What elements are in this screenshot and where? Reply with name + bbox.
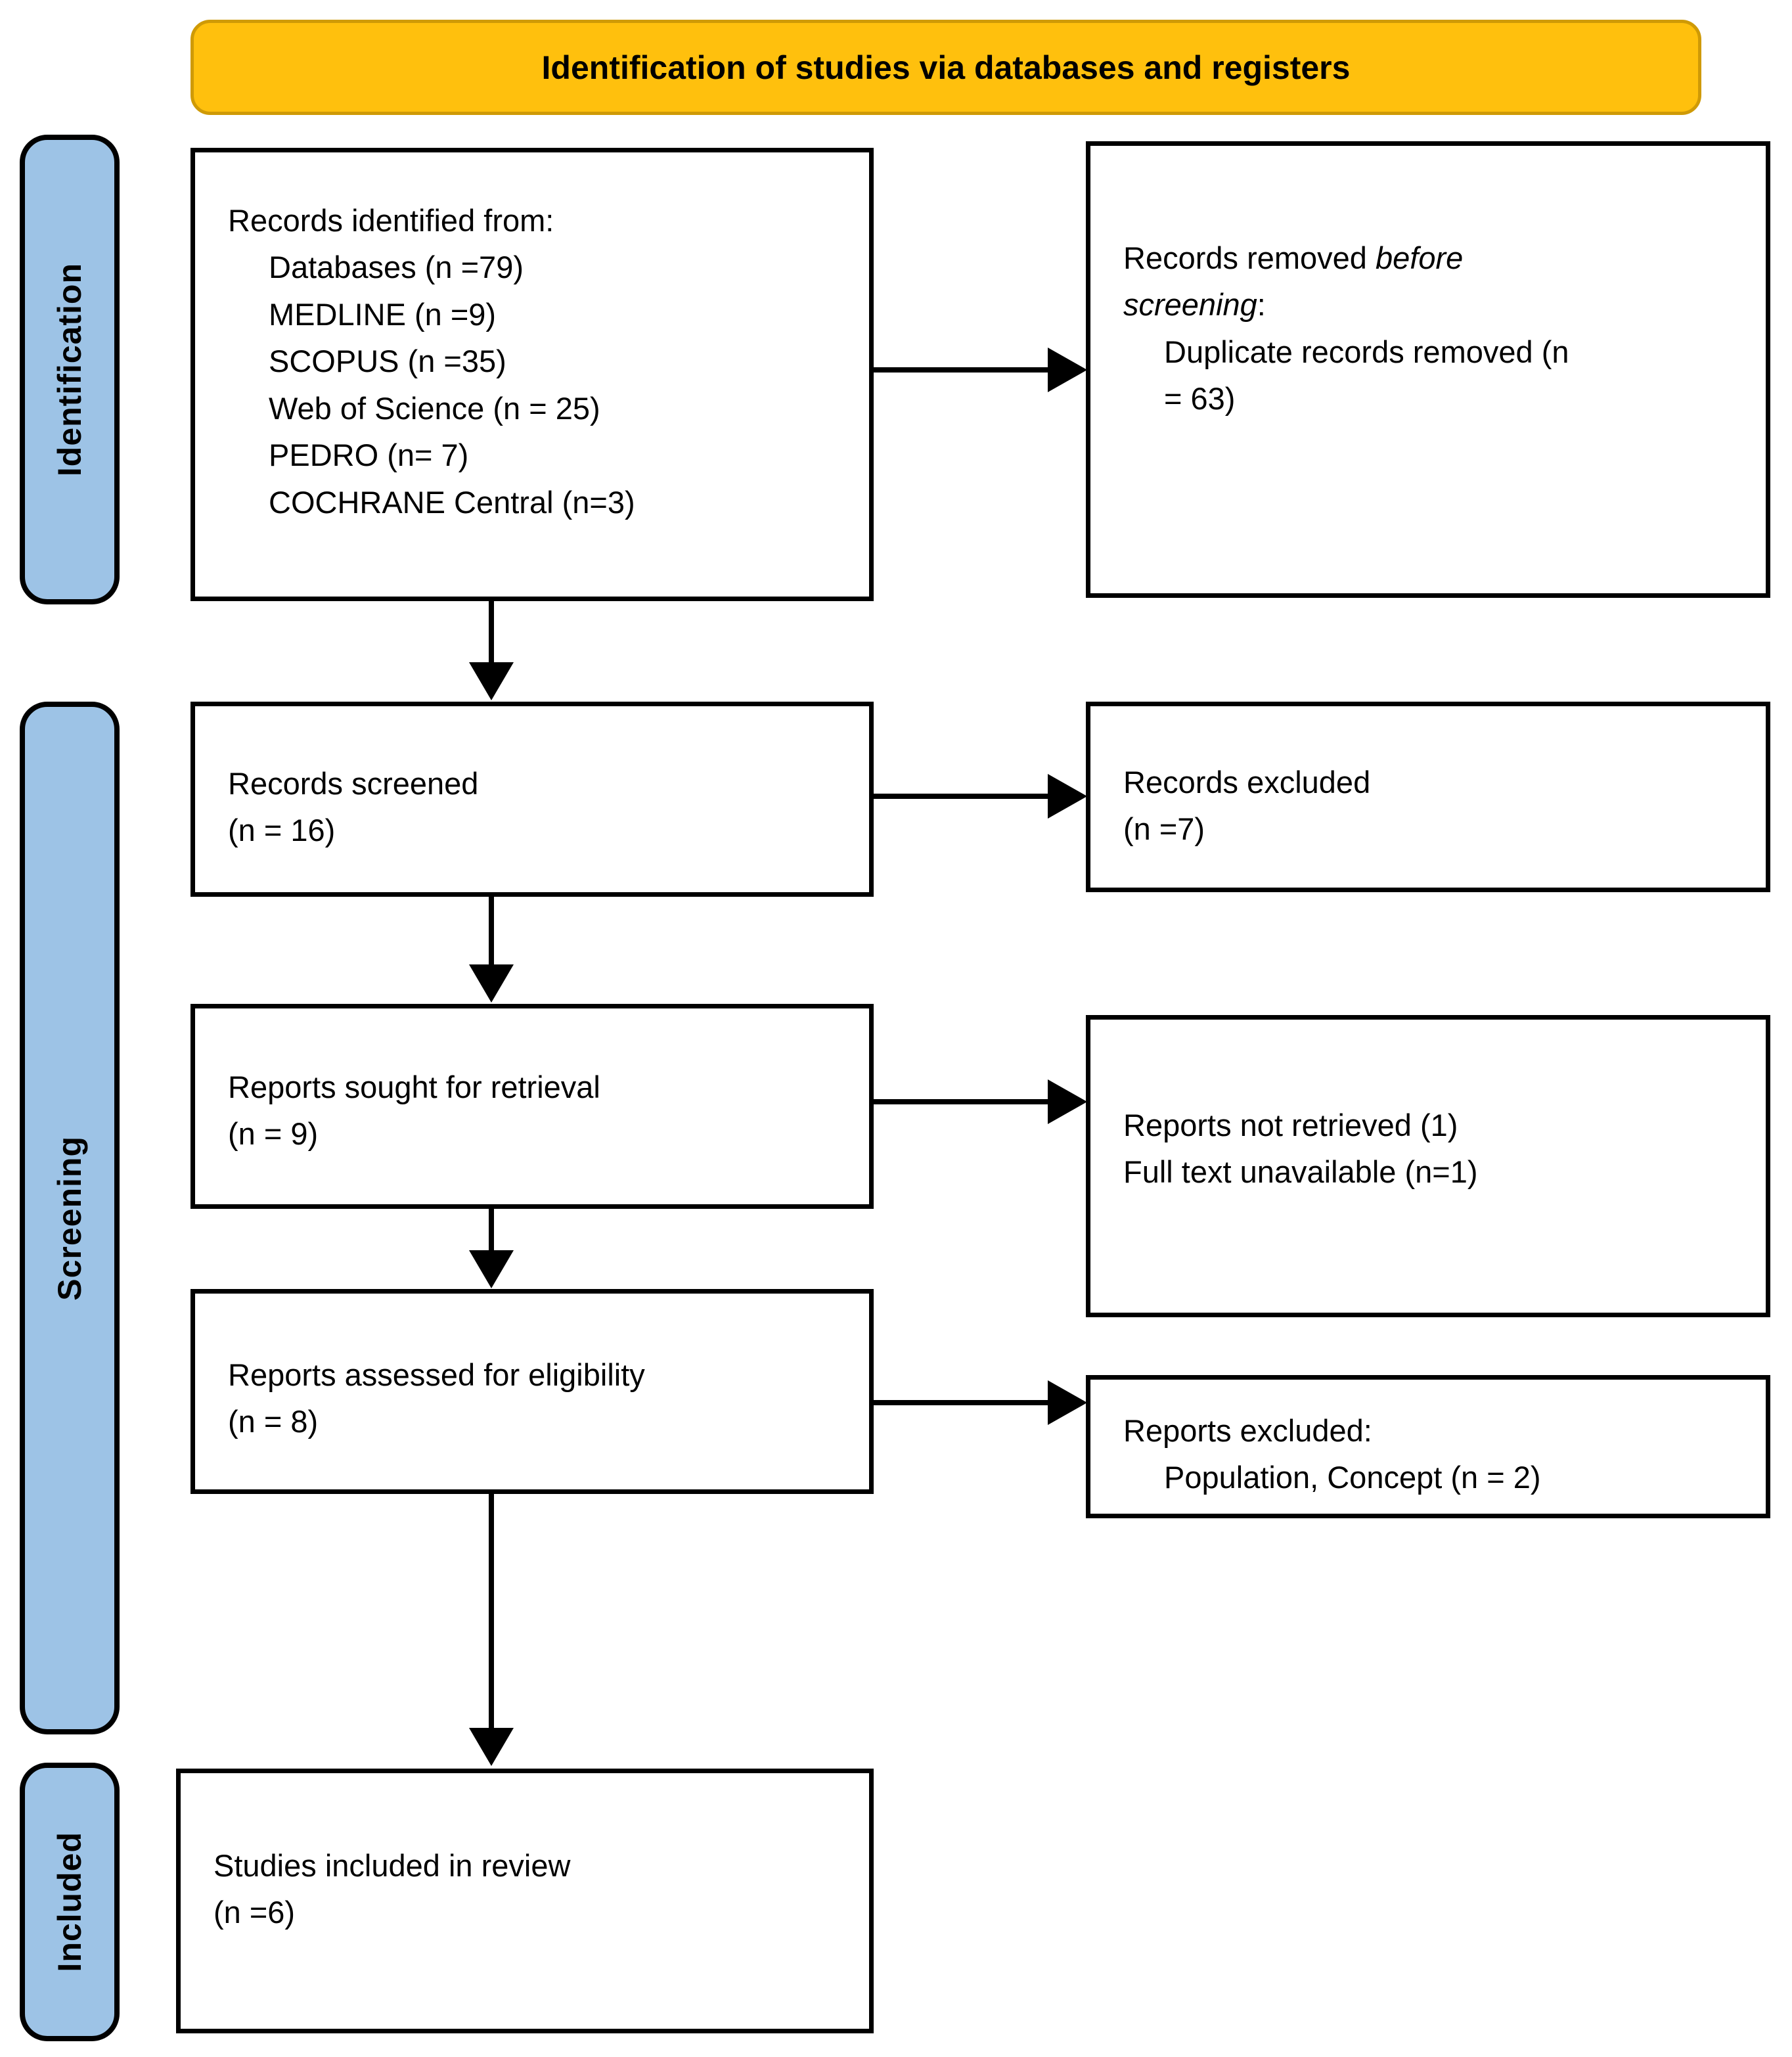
arrow-sought-to-assessed-line	[489, 1208, 494, 1254]
records-identified-item: MEDLINE (n =9)	[269, 296, 497, 332]
reports-not-retrieved-line: Reports not retrieved (1)	[1123, 1108, 1458, 1142]
sidebar-stage-identification-label: Identification	[51, 262, 88, 477]
banner-title: Identification of studies via databases …	[190, 20, 1701, 115]
arrow-sought-to-assessed-head	[469, 1250, 514, 1288]
arrow-assessed-to-excluded-line	[874, 1400, 1050, 1405]
arrow-identified-to-screened-head	[469, 662, 514, 700]
banner-title-text: Identification of studies via databases …	[541, 49, 1351, 86]
records-removed-line2-italic: screening	[1123, 287, 1257, 323]
box-records-removed: Records removed before screening: Duplic…	[1086, 141, 1770, 598]
arrow-screened-to-excluded-head	[1048, 774, 1087, 819]
records-excluded-count: (n =7)	[1123, 811, 1205, 847]
arrow-assessed-to-included-line	[489, 1493, 494, 1730]
sidebar-stage-screening-label: Screening	[51, 1135, 88, 1301]
box-records-excluded: Records excluded (n =7)	[1086, 702, 1770, 892]
records-identified-item: Databases (n =79)	[269, 250, 524, 285]
arrow-identified-to-screened-line	[489, 600, 494, 666]
records-removed-line1-normal: Records removed	[1123, 240, 1376, 275]
arrow-assessed-to-excluded-head	[1048, 1380, 1087, 1425]
records-identified-title: Records identified from:	[228, 203, 554, 238]
arrow-identified-to-removed-head	[1048, 348, 1087, 392]
reports-assessed-count: (n = 8)	[228, 1404, 319, 1439]
sidebar-stage-screening: Screening	[20, 702, 120, 1734]
arrow-identified-to-removed-line	[874, 367, 1050, 373]
reports-excluded-item: Population, Concept (n = 2)	[1164, 1460, 1541, 1495]
records-removed-line2: screening:	[1123, 281, 1746, 328]
sidebar-stage-included-label: Included	[51, 1832, 88, 1972]
studies-included-count: (n =6)	[213, 1895, 296, 1930]
box-records-identified: Records identified from: Databases (n =7…	[190, 148, 874, 601]
records-screened-line: Records screened	[228, 766, 479, 801]
reports-excluded-title: Reports excluded:	[1123, 1413, 1372, 1448]
records-identified-item: PEDRO (n= 7)	[269, 438, 469, 473]
reports-sought-count: (n = 9)	[228, 1116, 319, 1152]
records-removed-line2-normal: :	[1257, 287, 1266, 323]
sidebar-stage-included: Included	[20, 1763, 120, 2041]
box-reports-sought: Reports sought for retrieval (n = 9)	[190, 1004, 874, 1209]
arrow-assessed-to-included-head	[469, 1728, 514, 1766]
arrow-screened-to-sought-line	[489, 895, 494, 968]
records-screened-count: (n = 16)	[228, 813, 336, 848]
box-studies-included: Studies included in review (n =6)	[176, 1769, 874, 2033]
records-identified-item: SCOPUS (n =35)	[269, 344, 506, 379]
arrow-screened-to-excluded-line	[874, 794, 1050, 799]
studies-included-line: Studies included in review	[213, 1848, 571, 1883]
sidebar-stage-identification: Identification	[20, 135, 120, 604]
records-excluded-line: Records excluded	[1123, 765, 1371, 800]
reports-sought-line: Reports sought for retrieval	[228, 1070, 600, 1104]
records-removed-line1: Records removed before	[1123, 235, 1746, 281]
records-removed-item: Duplicate records removed (n	[1164, 334, 1569, 369]
records-removed-item: = 63)	[1164, 381, 1236, 417]
full-text-unavailable-line: Full text unavailable (n=1)	[1123, 1154, 1478, 1190]
arrow-sought-to-notretrieved-line	[874, 1099, 1050, 1104]
box-reports-assessed: Reports assessed for eligibility (n = 8)	[190, 1289, 874, 1494]
records-removed-line1-italic: before	[1376, 240, 1464, 275]
box-reports-excluded: Reports excluded: Population, Concept (n…	[1086, 1375, 1770, 1518]
records-identified-item: COCHRANE Central (n=3)	[269, 484, 635, 520]
records-identified-item: Web of Science (n = 25)	[269, 390, 600, 426]
reports-assessed-line: Reports assessed for eligibility	[228, 1357, 645, 1392]
box-reports-not-retrieved: Reports not retrieved (1) Full text unav…	[1086, 1015, 1770, 1317]
arrow-sought-to-notretrieved-head	[1048, 1079, 1087, 1124]
box-records-screened: Records screened (n = 16)	[190, 702, 874, 897]
arrow-screened-to-sought-head	[469, 964, 514, 1003]
